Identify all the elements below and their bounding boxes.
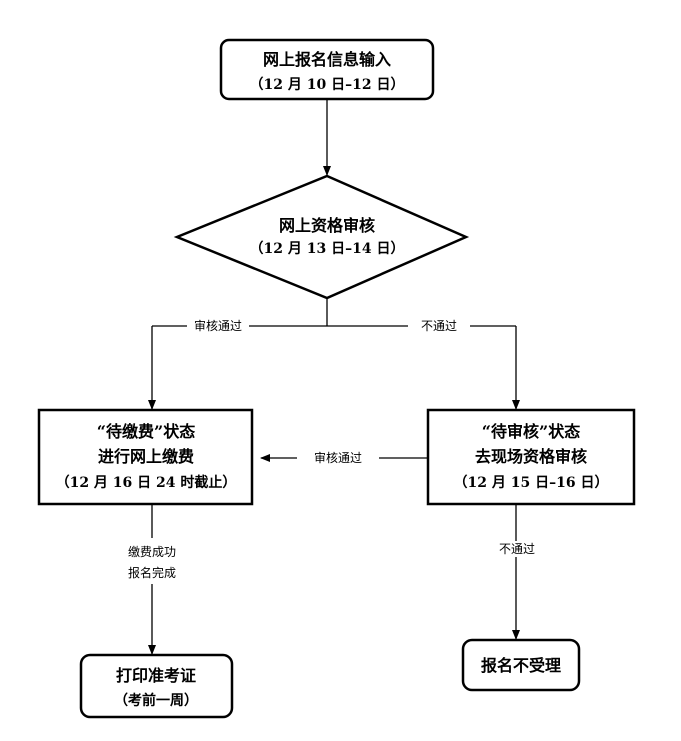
- edge-label-onsite-pass: 审核通过: [314, 450, 362, 465]
- node-input: 网上报名信息输入 （12 月 10 日–12 日）: [219, 38, 435, 101]
- edge-label-onsite-fail: 不通过: [499, 542, 535, 556]
- svg-text:去现场资格审核: 去现场资格审核: [475, 447, 587, 466]
- edge-label-registration-complete: 报名完成: [128, 565, 176, 580]
- edge-payment-done: 缴费成功 报名完成: [110, 504, 194, 655]
- svg-text:网上资格审核: 网上资格审核: [279, 216, 375, 235]
- node-pending-review: “待审核”状态 去现场资格审核 （12 月 15 日–16 日）: [426, 408, 636, 506]
- svg-text:（考前一周）: （考前一周）: [114, 692, 198, 709]
- svg-text:网上报名信息输入: 网上报名信息输入: [263, 50, 391, 69]
- node-rejected: 报名不受理: [461, 638, 581, 692]
- svg-text:“待缴费”状态: “待缴费”状态: [97, 422, 195, 441]
- node-online-review: 网上资格审核 （12 月 13 日–14 日）: [173, 174, 470, 300]
- svg-text:进行网上缴费: 进行网上缴费: [98, 447, 194, 466]
- svg-text:报名不受理: 报名不受理: [481, 656, 561, 675]
- svg-text:（12 月 16 日 24 时截止）: （12 月 16 日 24 时截止）: [56, 474, 237, 491]
- edge-review-fail: 不通过: [408, 318, 520, 410]
- node-pending-payment: “待缴费”状态 进行网上缴费 （12 月 16 日 24 时截止）: [37, 408, 254, 506]
- svg-text:“待审核”状态: “待审核”状态: [482, 422, 580, 441]
- svg-text:（12 月 15 日–16 日）: （12 月 15 日–16 日）: [454, 475, 609, 491]
- svg-text:（12 月 10 日–12 日）: （12 月 10 日–12 日）: [250, 77, 405, 93]
- svg-text:打印准考证: 打印准考证: [116, 666, 196, 685]
- edge-review-pass: 审核通过: [148, 318, 249, 410]
- edge-label-review-pass: 审核通过: [194, 318, 242, 333]
- node-print-ticket: 打印准考证 （考前一周）: [79, 653, 234, 719]
- edge-label-payment-success: 缴费成功: [128, 544, 176, 559]
- edge-onsite-pass: 审核通过: [260, 450, 428, 466]
- svg-text:（12 月 13 日–14 日）: （12 月 13 日–14 日）: [250, 241, 405, 257]
- edge-onsite-fail: 不通过: [486, 504, 548, 640]
- edge-label-review-fail: 不通过: [421, 319, 457, 333]
